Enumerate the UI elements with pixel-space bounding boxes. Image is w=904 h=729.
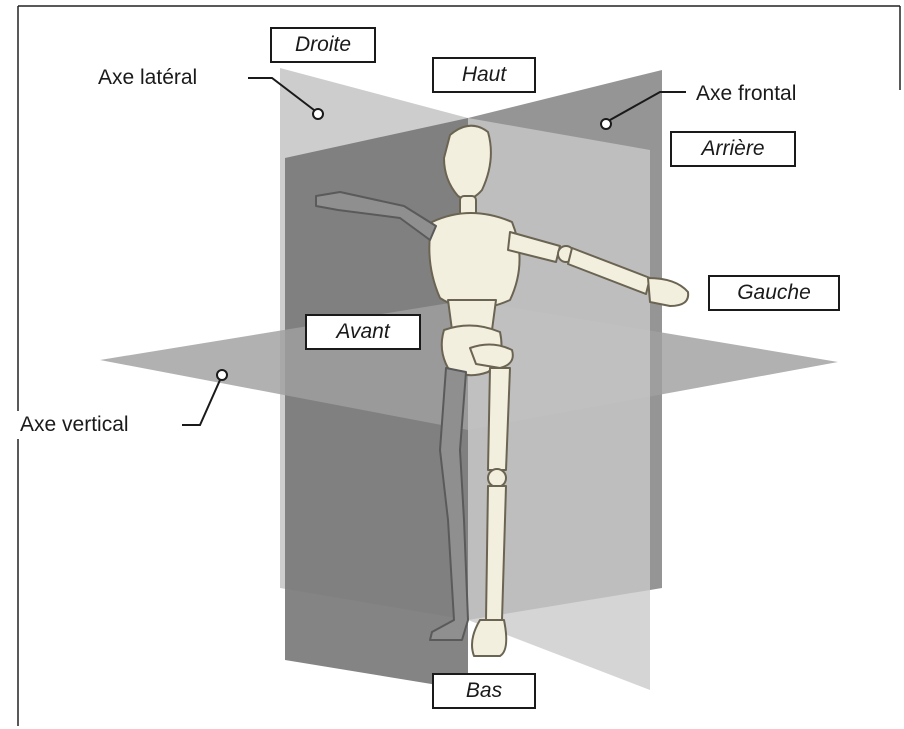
label-arriere: Arrière (670, 131, 796, 167)
mannequin-leg-front-thigh (488, 368, 510, 470)
label-haut: Haut (432, 57, 536, 93)
label-axe-vertical: Axe vertical (14, 411, 135, 439)
vertical-axis-dot (217, 370, 227, 380)
label-bas: Bas (432, 673, 536, 709)
lateral-axis-dot (313, 109, 323, 119)
mannequin-foot-front (472, 620, 506, 656)
mannequin-hand-right (648, 278, 688, 306)
label-axe-lateral: Axe latéral (92, 64, 203, 92)
mannequin-head (444, 126, 491, 199)
mannequin-knee-front (488, 469, 506, 487)
label-gauche: Gauche (708, 275, 840, 311)
vertical-axis-leader (182, 380, 220, 425)
mannequin-chest (429, 213, 519, 309)
mannequin-leg-front-shin (486, 486, 506, 620)
mannequin-thigh-raised (470, 344, 513, 368)
label-axe-frontal: Axe frontal (690, 80, 802, 108)
label-droite: Droite (270, 27, 376, 63)
label-avant: Avant (305, 314, 421, 350)
frontal-axis-dot (601, 119, 611, 129)
